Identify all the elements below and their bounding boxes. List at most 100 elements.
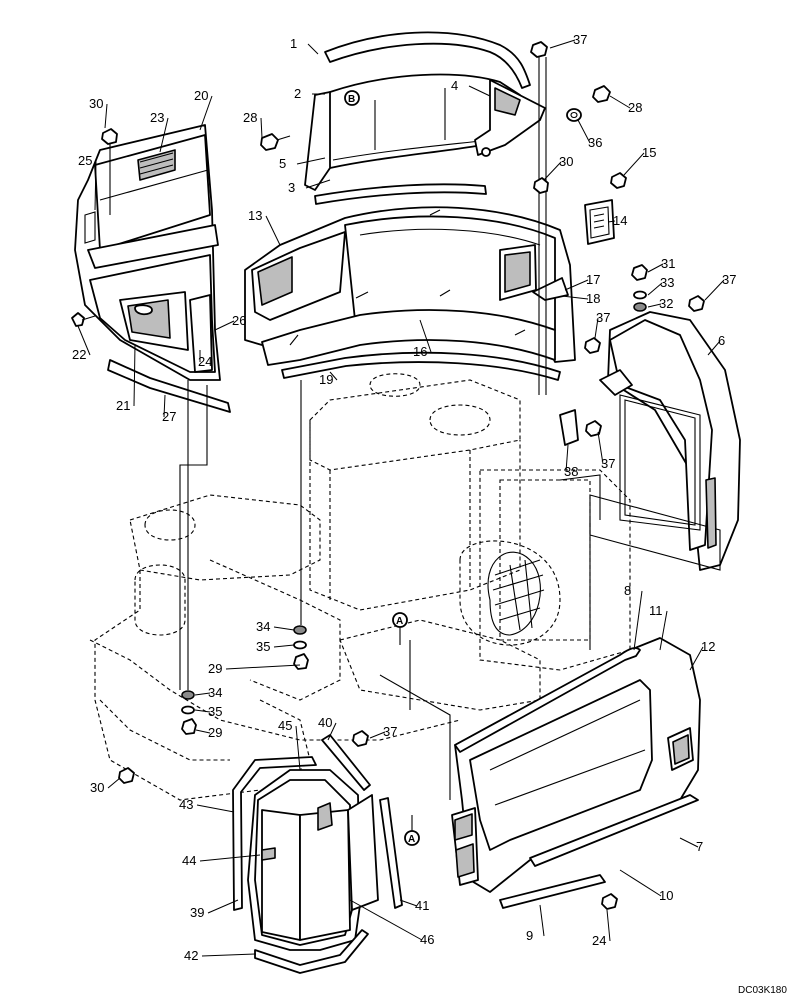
view-marker-a-lower-label: A xyxy=(408,834,415,845)
seal-strip-19 xyxy=(281,351,561,381)
left-front-cover-assembly xyxy=(247,769,379,951)
callout-33: 33 xyxy=(660,275,674,290)
leader-line-41 xyxy=(399,899,418,907)
assembly-axis-lines xyxy=(179,380,601,800)
leader-line-30 xyxy=(543,161,562,181)
badge-b-label: B xyxy=(348,94,355,105)
leader-line-21 xyxy=(133,344,136,407)
leader-line-28 xyxy=(609,95,631,109)
seal-strip-41 xyxy=(379,797,403,909)
callout-34: 34 xyxy=(256,619,270,634)
seal-strip-4 xyxy=(314,183,487,205)
leader-line-37 xyxy=(369,731,386,739)
leader-line-40 xyxy=(327,722,337,741)
right-front-door-assembly xyxy=(451,637,701,893)
callout-2: 2 xyxy=(294,86,301,101)
callout-41: 41 xyxy=(415,898,429,913)
leader-line-43 xyxy=(196,804,235,813)
seal-strip-2 xyxy=(324,31,531,89)
callout-10: 10 xyxy=(659,888,673,903)
callout-46: 46 xyxy=(420,932,434,947)
leader-line-34 xyxy=(273,626,295,631)
bolts-and-washers xyxy=(71,41,705,910)
right-rear-side-panel-6 xyxy=(589,311,741,571)
callout-35: 35 xyxy=(256,639,270,654)
callout-24: 24 xyxy=(198,354,212,369)
leader-line-20 xyxy=(199,95,213,131)
leader-line-33 xyxy=(647,282,663,296)
leader-line-14 xyxy=(607,220,616,223)
view-marker-a-upper-label: A xyxy=(396,616,403,627)
callout-37: 37 xyxy=(573,32,587,47)
callout-43: 43 xyxy=(179,797,193,812)
leader-line-9 xyxy=(539,904,545,937)
callout-18: 18 xyxy=(586,291,600,306)
leader-line-3 xyxy=(305,179,331,189)
callout-30: 30 xyxy=(559,154,573,169)
callout-31: 31 xyxy=(661,256,675,271)
callout-4: 4 xyxy=(451,78,458,93)
seal-strip-7 xyxy=(529,794,699,867)
callout-45: 45 xyxy=(278,718,292,733)
callout-42: 42 xyxy=(184,948,198,963)
callout-12: 12 xyxy=(701,639,715,654)
callout-26: 26 xyxy=(232,313,246,328)
leader-line-29 xyxy=(195,729,211,734)
callout-20: 20 xyxy=(194,88,208,103)
callout-leaders xyxy=(77,39,725,957)
callout-3: 3 xyxy=(288,180,295,195)
callout-30: 30 xyxy=(90,780,104,795)
leader-line-8 xyxy=(633,590,643,651)
seal-strip-9 xyxy=(499,874,606,909)
leader-line-30 xyxy=(107,777,121,789)
leader-line-37 xyxy=(597,431,604,465)
callout-36: 36 xyxy=(588,135,602,150)
callout-16: 16 xyxy=(413,344,427,359)
seal-strip-43 xyxy=(232,756,317,911)
leader-line-6 xyxy=(707,340,721,356)
callout-37: 37 xyxy=(596,310,610,325)
leader-line-38 xyxy=(565,444,569,473)
callout-5: 5 xyxy=(279,156,286,171)
leader-line-13 xyxy=(265,215,281,246)
hinge-bracket-3 xyxy=(474,79,546,157)
leader-line-42 xyxy=(201,953,257,957)
leader-line-17 xyxy=(564,279,589,291)
leader-line-29 xyxy=(225,664,301,670)
left-side-cover-assembly xyxy=(74,124,221,381)
leader-line-36 xyxy=(577,119,591,144)
seal-strip-42 xyxy=(254,929,369,974)
leader-line-10 xyxy=(619,869,662,897)
drawing-reference-code: DC03K180 xyxy=(738,985,787,996)
callout-37: 37 xyxy=(722,272,736,287)
rear-cover-frame-16 xyxy=(244,206,576,366)
callout-11: 11 xyxy=(649,603,663,618)
leader-line-24 xyxy=(606,909,611,942)
leader-line-30 xyxy=(104,103,108,129)
callout-6: 6 xyxy=(718,333,725,348)
callout-29: 29 xyxy=(208,661,222,676)
leader-line-25 xyxy=(94,160,97,211)
leader-line-28 xyxy=(260,117,263,139)
callout-8: 8 xyxy=(624,583,631,598)
callout-37: 37 xyxy=(383,724,397,739)
leader-line-19 xyxy=(329,371,338,381)
leader-line-39 xyxy=(207,899,239,914)
callout-34: 34 xyxy=(208,685,222,700)
bracket-17-18 xyxy=(532,277,569,301)
callout-13: 13 xyxy=(248,208,262,223)
leader-line-1 xyxy=(307,43,319,55)
leader-line-46 xyxy=(349,899,423,941)
bracket-38 xyxy=(559,409,579,446)
leader-line-34 xyxy=(194,692,211,696)
callout-9: 9 xyxy=(526,928,533,943)
seal-strip-8 xyxy=(454,647,641,753)
callout-38: 38 xyxy=(564,464,578,479)
callout-24: 24 xyxy=(592,933,606,948)
leader-line-44 xyxy=(199,854,261,862)
callout-19: 19 xyxy=(319,372,333,387)
leader-line-26 xyxy=(214,320,235,331)
